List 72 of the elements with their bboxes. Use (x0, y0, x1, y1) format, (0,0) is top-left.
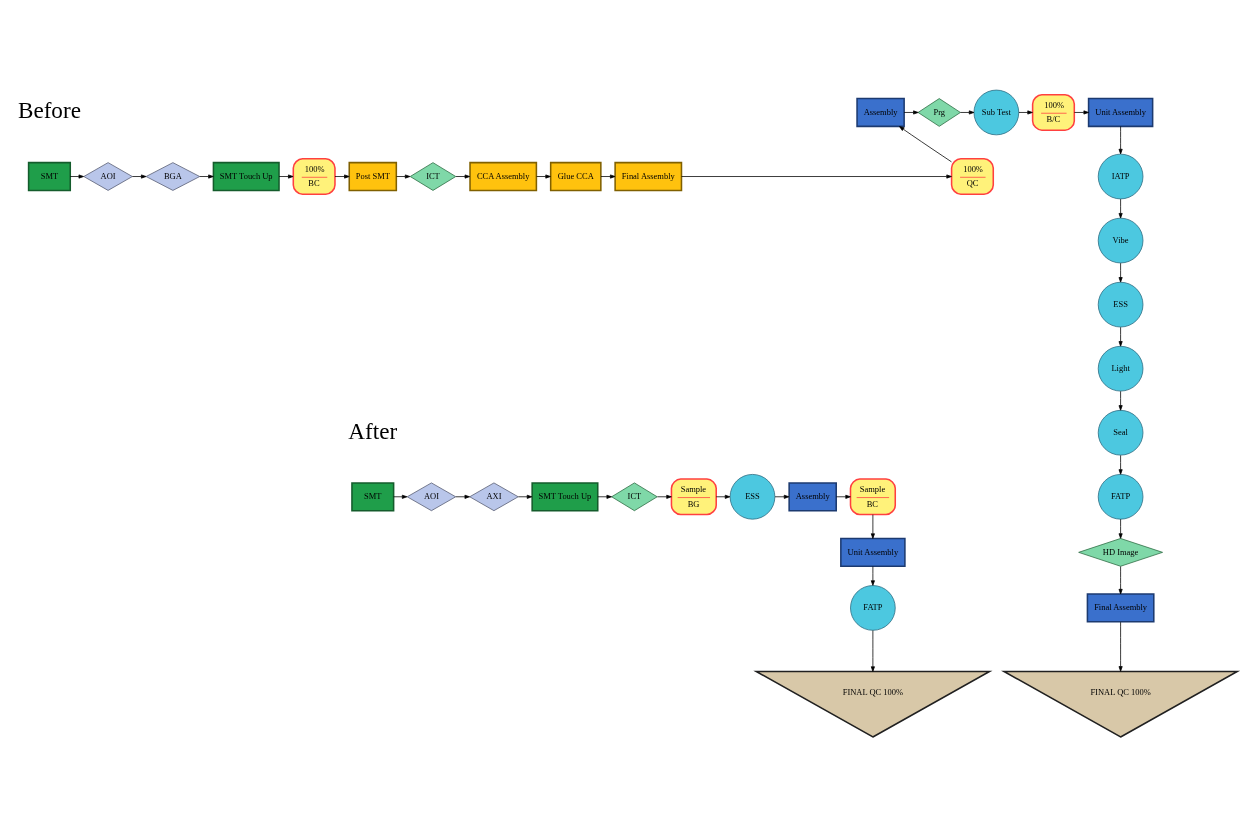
label: After (348, 417, 398, 444)
node-diamond: ICT (611, 482, 658, 512)
node-box: Post SMT (348, 161, 398, 192)
node-circle: ESS (1097, 281, 1144, 328)
node-box: SMT (27, 161, 72, 192)
arrow (1118, 126, 1123, 155)
arrow (774, 494, 790, 499)
arrow (1118, 518, 1123, 539)
arrow (1074, 110, 1089, 115)
node-diamond: AOI (83, 162, 133, 191)
arrow (517, 494, 533, 499)
arrow (334, 174, 350, 179)
node-box: Glue CCA (549, 161, 602, 192)
node-box: Assembly (856, 97, 905, 128)
arrow (903, 110, 919, 115)
arrow (657, 494, 672, 499)
node-box: CCA Assembly (469, 161, 538, 192)
node-circle: FATP (1097, 474, 1144, 520)
node-box: Unit Assembly (840, 537, 906, 567)
arrow (1018, 110, 1033, 115)
node-box: SMT (351, 482, 395, 512)
node-box: Final Assembly (614, 161, 683, 192)
node-circle: Vibe (1097, 217, 1144, 264)
node-box: SMT Touch Up (212, 161, 280, 192)
arrow (1118, 198, 1123, 219)
arrow (870, 566, 875, 586)
arrow (199, 174, 214, 179)
arrow (836, 494, 851, 499)
node-box: SMT Touch Up (531, 482, 599, 512)
arrow (1118, 455, 1123, 475)
arrow (278, 174, 294, 179)
arrow (715, 494, 731, 499)
node-box: 100% BC (292, 158, 336, 196)
arrow (1118, 326, 1123, 347)
label: Before (17, 97, 81, 124)
arrow (69, 174, 84, 179)
arrow (536, 174, 551, 179)
arrow (597, 494, 612, 499)
arrow (396, 174, 411, 179)
arrow (1118, 262, 1123, 283)
node-circle: Light (1097, 345, 1144, 392)
node-box: Sample BC (849, 478, 897, 516)
node-box: 100% QC (950, 158, 995, 196)
node-diamond: Prg (917, 98, 961, 127)
node-box: Unit Assembly (1087, 97, 1154, 128)
node-diamond: BGA (145, 162, 201, 191)
arrow (1118, 390, 1123, 411)
arrow (455, 494, 470, 499)
node-diamond: AXI (469, 482, 519, 512)
node-box: Final Assembly (1086, 593, 1155, 623)
arrow (899, 126, 952, 163)
arrow (393, 494, 408, 499)
arrow (870, 514, 875, 539)
arrow (870, 630, 875, 672)
arrow (681, 174, 952, 179)
arrow (1118, 621, 1123, 672)
node-diamond: AOI (406, 482, 457, 512)
node-circle: Sub Test (973, 89, 1020, 136)
node-box: Sample BG (670, 478, 717, 516)
node-box: Assembly (788, 482, 837, 512)
arrow (132, 174, 147, 179)
node-circle: Seal (1097, 409, 1144, 456)
node-circle: IATP (1097, 153, 1144, 200)
node-diamond: ICT (409, 162, 457, 191)
node-circle: ESS (729, 474, 776, 520)
arrow (600, 174, 616, 179)
arrow (960, 110, 975, 115)
arrow (1118, 566, 1123, 595)
node-circle: FATP (850, 585, 896, 631)
node-diamond: HD Image (1078, 538, 1163, 567)
arrow (455, 174, 471, 179)
node-box: 100% B/C (1031, 93, 1076, 131)
